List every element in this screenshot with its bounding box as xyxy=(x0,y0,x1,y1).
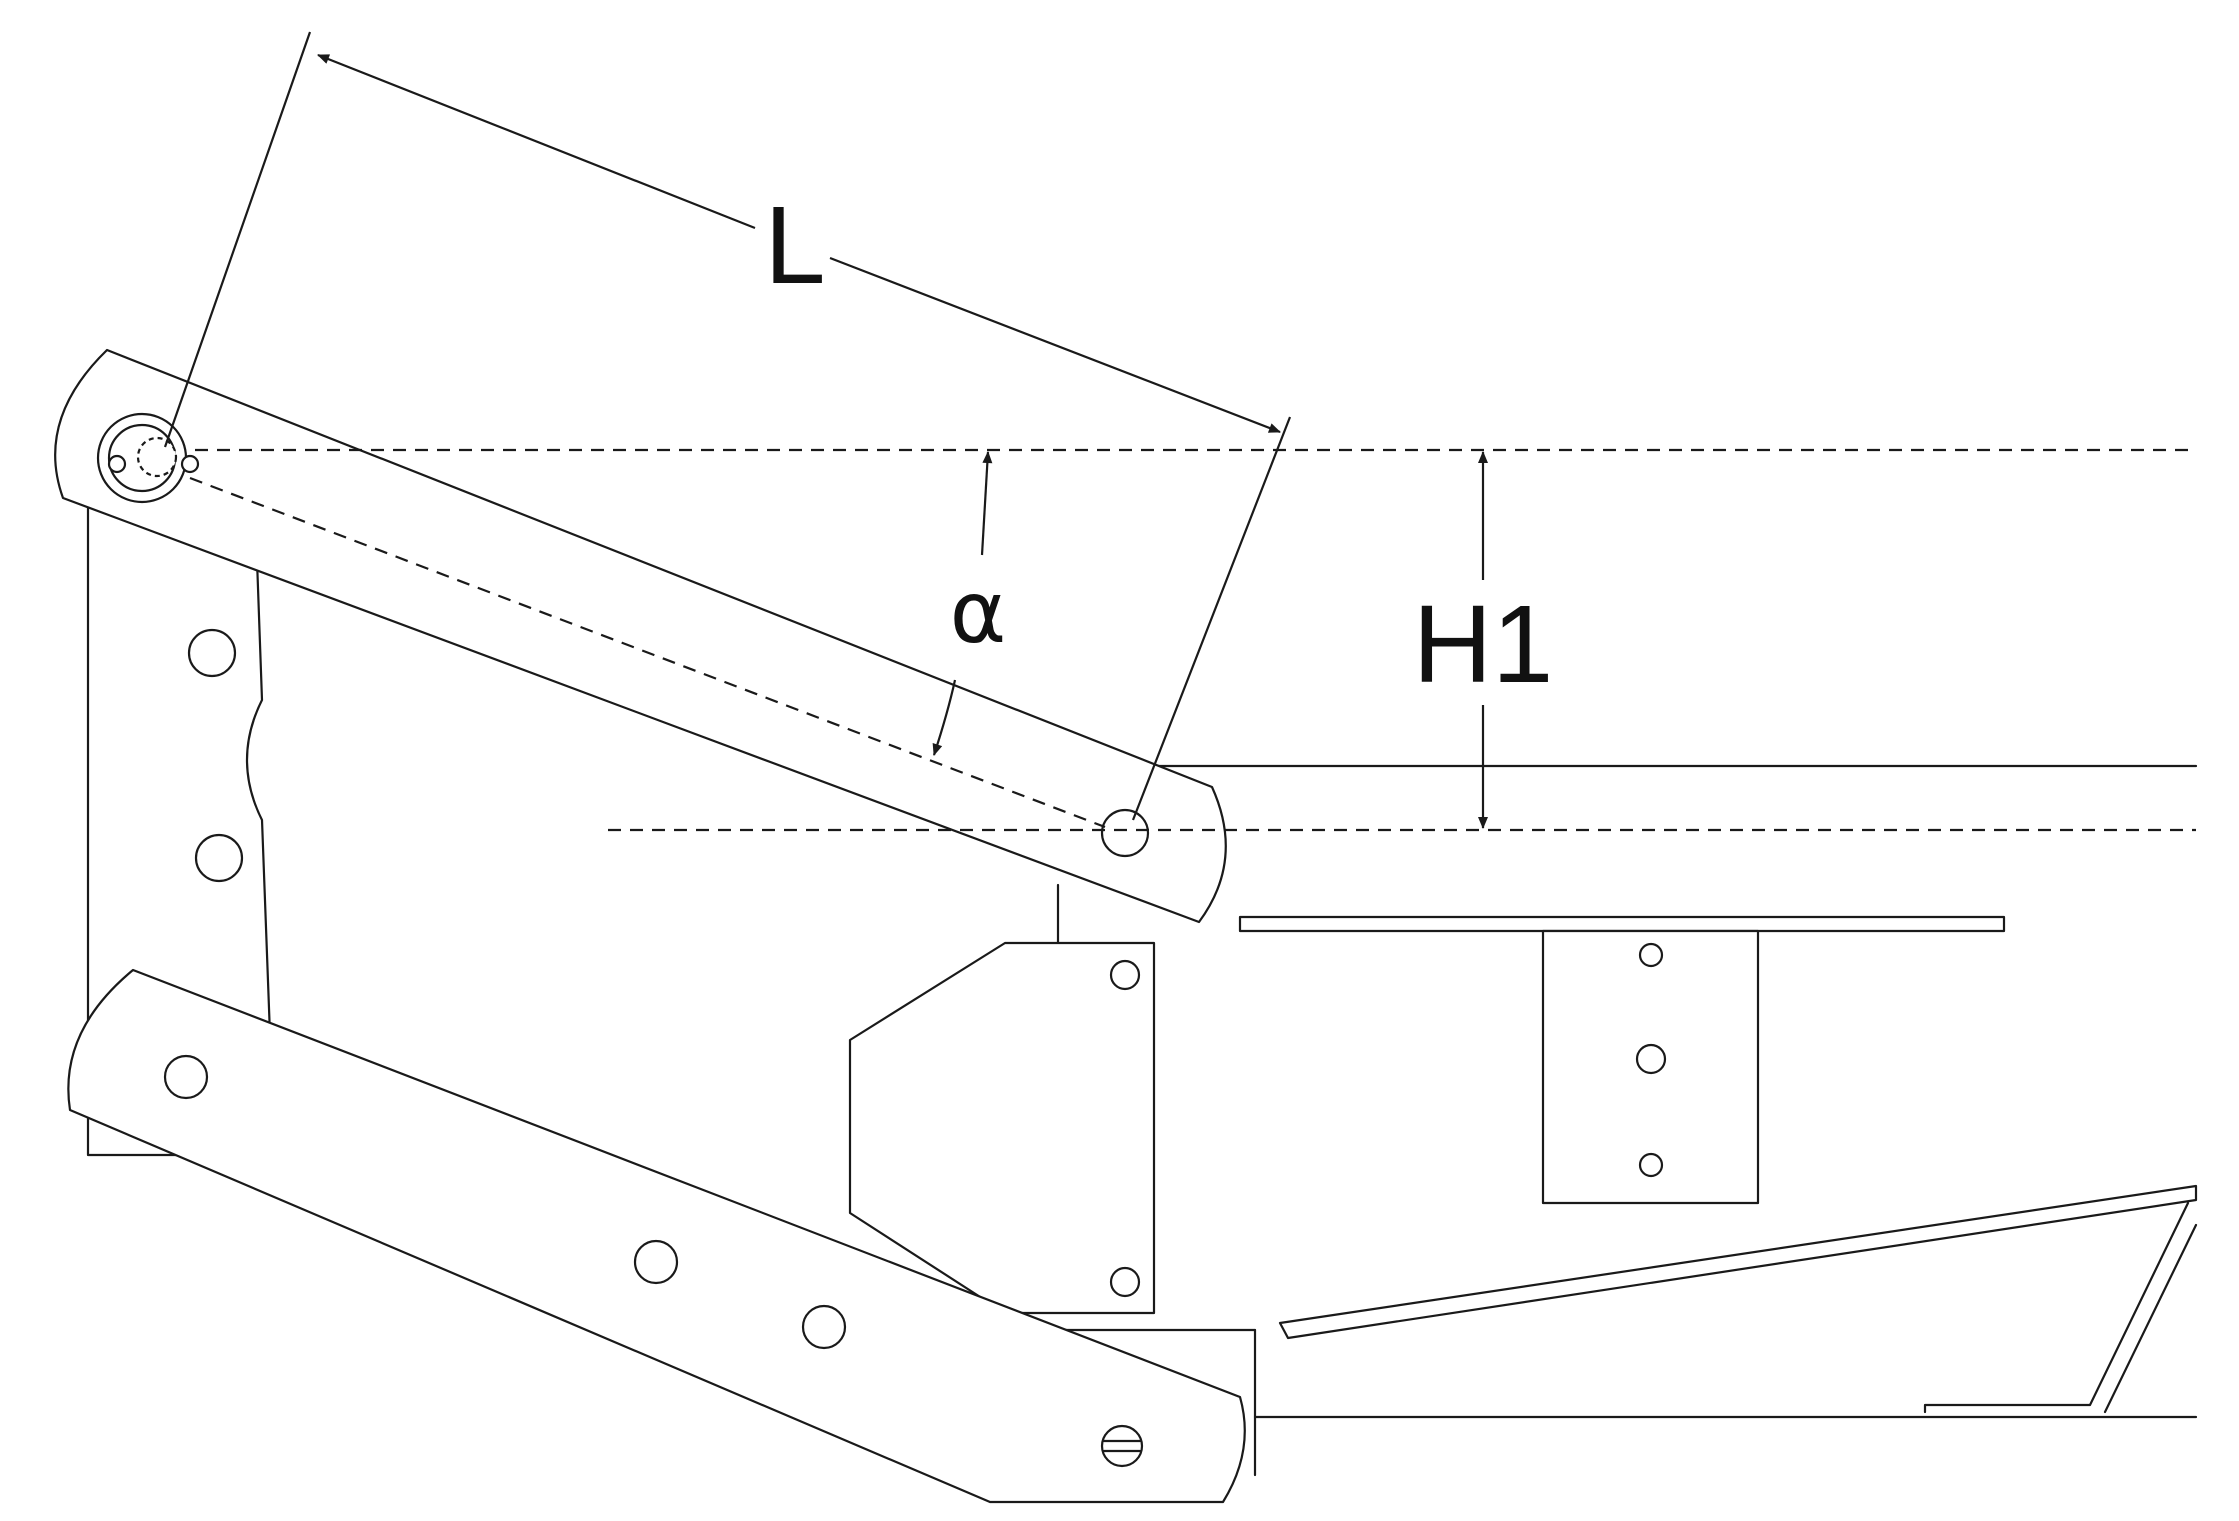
cross-plate xyxy=(1238,915,2006,933)
angle-arc-lower xyxy=(932,679,957,756)
length-extension-right xyxy=(1131,416,1292,821)
dimension-angle: α xyxy=(932,451,1007,756)
bracket-plate-outline xyxy=(848,941,1156,1315)
lower-arm-hole-3 xyxy=(801,1304,847,1350)
dimension-length: L xyxy=(163,31,1292,821)
lower-arm-bolt xyxy=(1100,1424,1144,1468)
frame-hole-lower xyxy=(194,833,244,883)
height-label: H1 xyxy=(1413,583,1554,706)
pivot-screw-right xyxy=(180,454,200,474)
diagonal-brace-outer xyxy=(1923,1201,2190,1414)
angle-label: α xyxy=(950,563,1007,663)
upper-arm xyxy=(54,348,1227,924)
hanger-hole-top xyxy=(1638,942,1664,968)
right-structure xyxy=(1151,764,2198,1477)
length-dimension-line-right xyxy=(829,256,1281,434)
dimension-height: H1 xyxy=(1413,451,1554,829)
lower-arm-hole-1 xyxy=(163,1054,209,1100)
arm-end-hole xyxy=(1100,808,1150,858)
arm-centerline xyxy=(189,476,1106,829)
lower-arm-hole-2 xyxy=(633,1239,679,1285)
length-label: L xyxy=(764,184,825,307)
reference-lines xyxy=(189,448,2196,832)
frame-hole-upper xyxy=(187,628,237,678)
lower-arm-outline xyxy=(67,968,1246,1504)
length-extension-left xyxy=(163,31,312,448)
sloped-rail xyxy=(1278,1184,2198,1340)
hanger-hole-bottom xyxy=(1638,1152,1664,1178)
bracket-plate xyxy=(848,941,1156,1315)
upper-arm-outline xyxy=(54,348,1227,924)
length-dimension-line-left xyxy=(317,53,756,230)
pivot-inner-ring xyxy=(136,436,178,478)
diagonal-brace-inner xyxy=(2103,1223,2198,1414)
pivot-screw-left xyxy=(107,454,127,474)
bracket-hole-top xyxy=(1109,959,1141,991)
hanger-hole-middle xyxy=(1635,1043,1667,1075)
bracket-hole-bottom xyxy=(1109,1266,1141,1298)
angle-arc-upper xyxy=(980,451,993,556)
lower-arm xyxy=(67,968,1246,1504)
